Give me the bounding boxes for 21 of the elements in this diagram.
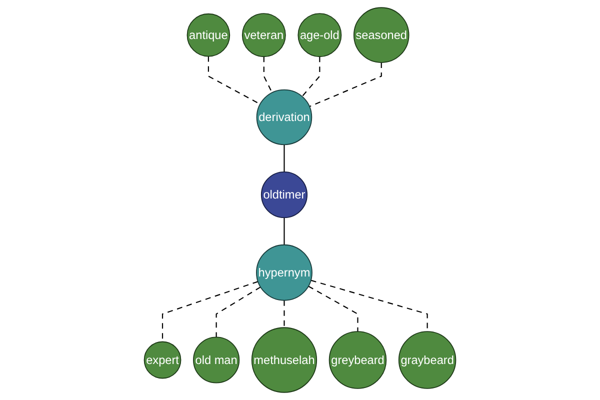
node-circle: derivation xyxy=(256,89,312,146)
node-circle: age-old xyxy=(298,13,342,58)
connector xyxy=(263,56,273,93)
connector xyxy=(284,300,285,328)
node-circle: hypernym xyxy=(256,244,312,301)
connector xyxy=(216,286,261,338)
node-circle: greybeard xyxy=(328,331,387,389)
node-circle: methuselah xyxy=(251,327,318,393)
node-circle: expert xyxy=(144,341,182,379)
connector xyxy=(284,144,285,172)
connector xyxy=(208,56,260,105)
connector xyxy=(302,56,320,97)
connector xyxy=(308,286,358,332)
node-circle: antique xyxy=(186,13,230,57)
node-circle: oldtimer xyxy=(260,171,308,218)
node-circle: graybeard xyxy=(398,331,456,389)
node-circle: seasoned xyxy=(353,7,410,63)
node-circle: veteran xyxy=(242,13,286,58)
node-circle: old man xyxy=(193,336,240,384)
connector xyxy=(284,218,285,245)
connector xyxy=(309,62,382,108)
